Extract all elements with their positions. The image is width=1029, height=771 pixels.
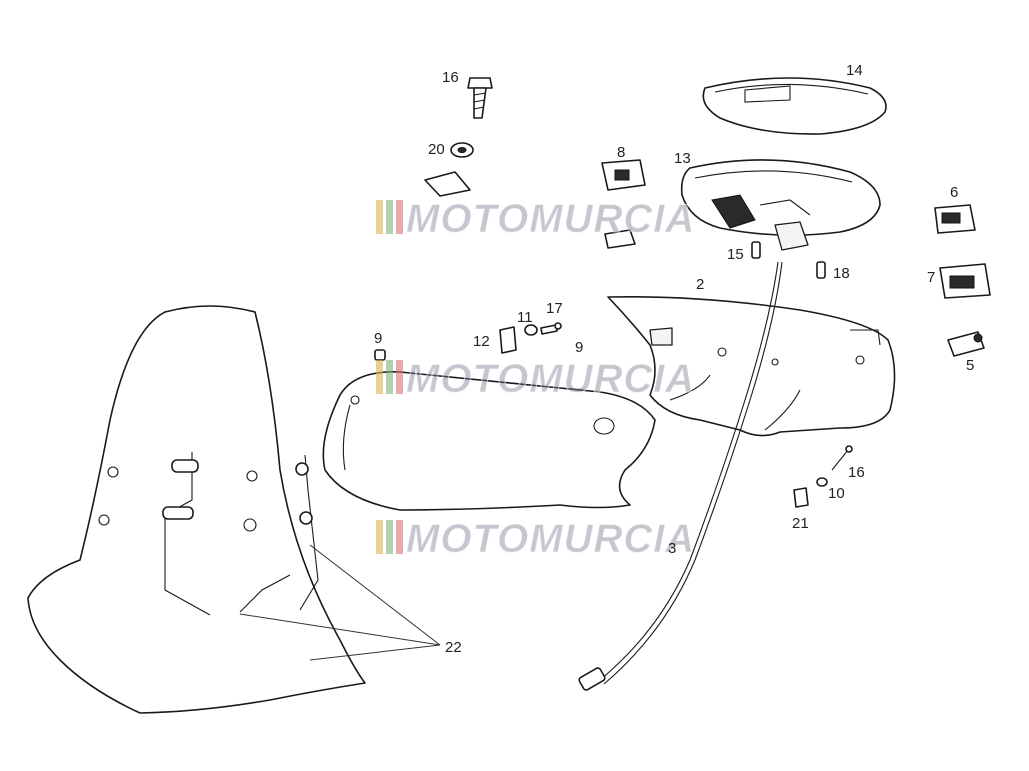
leaders-22 — [239, 544, 441, 661]
callout-9-left: 9 — [374, 330, 382, 347]
bolt-16-top — [467, 77, 493, 119]
bolt-16-lower — [831, 445, 853, 471]
bracket-plate — [424, 171, 471, 197]
callout-15: 15 — [727, 246, 744, 263]
watermark-middle: MOTOMURCIA — [376, 357, 695, 402]
callout-8: 8 — [617, 144, 625, 161]
callout-20: 20 — [428, 141, 445, 158]
socket-5 — [947, 331, 985, 357]
callout-3: 3 — [668, 540, 676, 557]
switch-8 — [601, 159, 646, 191]
watermark-text-top: MOTOMURCIA — [406, 197, 695, 241]
callout-10: 10 — [828, 485, 845, 502]
upper-dashboard-cover — [607, 295, 896, 437]
nut-9 — [374, 349, 386, 361]
cluster-lens — [702, 77, 887, 135]
callout-9-right: 9 — [575, 339, 583, 356]
callout-13: 13 — [674, 150, 691, 167]
callout-22: 22 — [445, 639, 462, 656]
windshield-bracket-left — [162, 452, 211, 616]
callout-2: 2 — [696, 276, 704, 293]
switch-6 — [934, 204, 976, 234]
callout-18: 18 — [833, 265, 850, 282]
washer-10 — [816, 477, 828, 487]
callout-11: 11 — [517, 309, 533, 326]
screw-17 — [540, 322, 562, 335]
callout-16-lower: 16 — [848, 464, 865, 481]
callout-6: 6 — [950, 184, 958, 201]
watermark-bottom: MOTOMURCIA — [376, 517, 695, 562]
clip-21 — [793, 487, 809, 508]
watermark-text-bottom: MOTOMURCIA — [406, 517, 695, 561]
instrument-cluster — [680, 159, 881, 251]
speedometer-cable — [578, 261, 783, 691]
callout-17: 17 — [546, 300, 563, 317]
connector-small — [604, 229, 636, 249]
switch-7 — [939, 263, 991, 299]
watermark-top: MOTOMURCIA — [376, 197, 695, 242]
washer-11 — [524, 324, 538, 336]
callout-16-top: 16 — [442, 69, 459, 86]
callout-12: 12 — [473, 333, 490, 350]
callout-21: 21 — [792, 515, 809, 532]
watermark-text-middle: MOTOMURCIA — [406, 357, 695, 401]
windshield — [27, 305, 366, 714]
bulb-18 — [816, 261, 826, 279]
bulb-15 — [751, 241, 761, 259]
callout-7: 7 — [927, 269, 935, 286]
lower-dashboard-cover — [322, 371, 656, 511]
clip-12 — [499, 326, 517, 354]
windshield-bracket-right — [295, 454, 319, 611]
washer-20 — [450, 142, 474, 158]
callout-14: 14 — [846, 62, 863, 79]
callout-5: 5 — [966, 357, 974, 374]
